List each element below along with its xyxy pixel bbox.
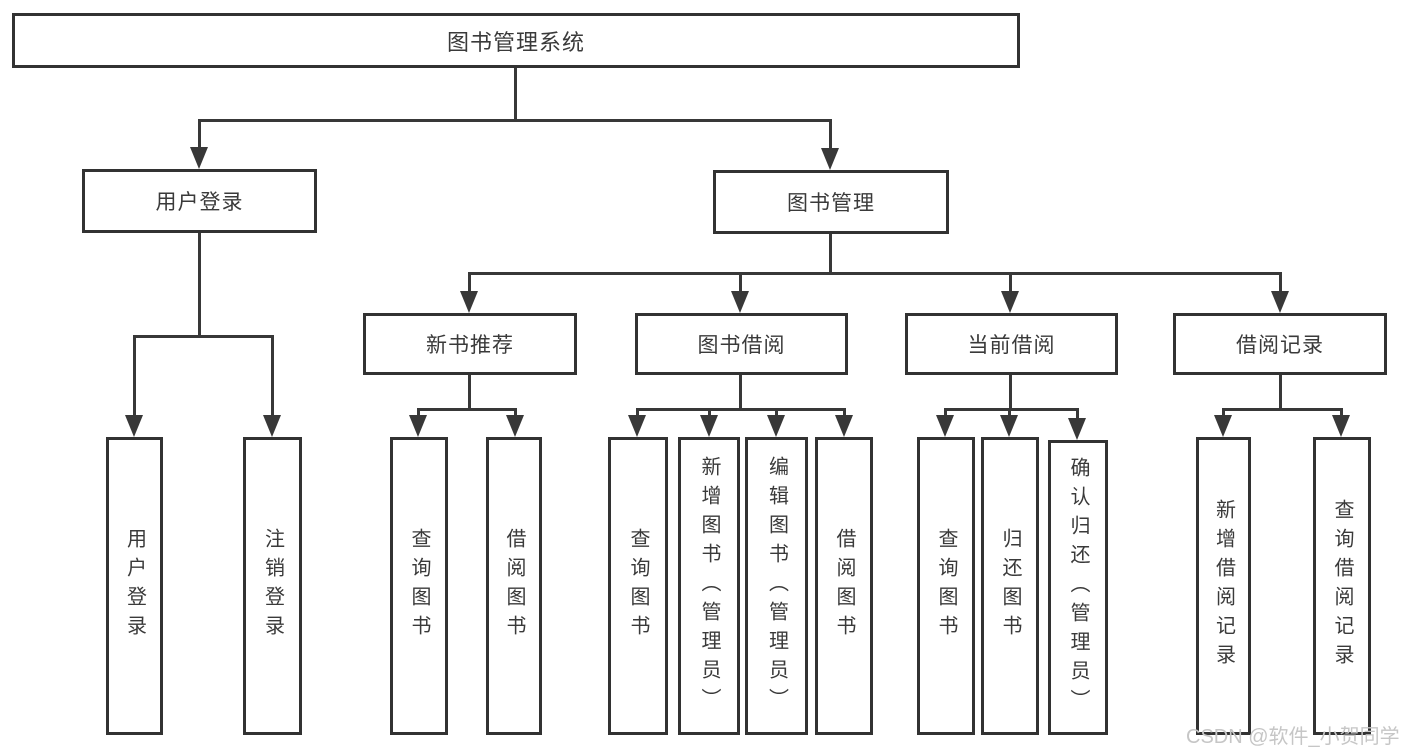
connector [417, 408, 517, 411]
connector [1222, 408, 1225, 418]
leaf-borrow-books-recommend: 借阅图书 [486, 437, 542, 735]
connector [1076, 408, 1079, 418]
arrowhead-down-icon [936, 415, 954, 437]
connector [636, 408, 846, 411]
leaf-confirm-return-admin: 确认归还（管理员） [1048, 440, 1108, 735]
csdn-watermark: CSDN @软件_小贺同学 [1186, 726, 1400, 747]
connector [133, 335, 136, 417]
leaf-query-books-borrowing: 查询图书 [608, 437, 668, 735]
node-new-book-recommendation: 新书推荐 [363, 313, 577, 375]
leaf-add-borrow-record: 新增借阅记录 [1196, 437, 1251, 735]
connector [775, 408, 778, 418]
arrowhead-down-icon [1214, 415, 1232, 437]
leaf-logout: 注销登录 [243, 437, 302, 735]
arrowhead-down-icon [731, 291, 749, 313]
connector [829, 119, 832, 151]
arrowhead-down-icon [409, 415, 427, 437]
arrowhead-down-icon [767, 415, 785, 437]
arrowhead-down-icon [821, 148, 839, 170]
arrowhead-down-icon [1332, 415, 1350, 437]
connector [739, 375, 742, 411]
connector [739, 272, 742, 294]
node-current-borrowing: 当前借阅 [905, 313, 1118, 375]
arrowhead-down-icon [190, 147, 208, 169]
arrowhead-down-icon [506, 415, 524, 437]
arrowhead-down-icon [835, 415, 853, 437]
connector [708, 408, 711, 418]
leaf-borrow-books: 借阅图书 [815, 437, 873, 735]
connector [829, 234, 832, 275]
connector [1340, 408, 1343, 418]
connector [198, 233, 201, 338]
arrowhead-down-icon [263, 415, 281, 437]
connector [514, 68, 517, 122]
node-borrowing-records: 借阅记录 [1173, 313, 1387, 375]
leaf-query-borrow-record: 查询借阅记录 [1313, 437, 1371, 735]
connector [468, 272, 471, 294]
arrowhead-down-icon [1068, 418, 1086, 440]
connector [843, 408, 846, 418]
arrowhead-down-icon [1001, 291, 1019, 313]
connector [468, 272, 1282, 275]
connector [944, 408, 1079, 411]
node-book-borrowing: 图书借阅 [635, 313, 848, 375]
connector [417, 408, 420, 418]
connector [1009, 375, 1012, 411]
connector [133, 335, 274, 338]
connector [1222, 408, 1342, 411]
arrowhead-down-icon [1000, 415, 1018, 437]
arrowhead-down-icon [700, 415, 718, 437]
arrowhead-down-icon [628, 415, 646, 437]
arrowhead-down-icon [125, 415, 143, 437]
connector [198, 119, 832, 122]
connector [1279, 272, 1282, 294]
arrowhead-down-icon [1271, 291, 1289, 313]
leaf-return-books: 归还图书 [981, 437, 1039, 735]
connector [198, 119, 201, 151]
node-library-management-system: 图书管理系统 [12, 13, 1020, 68]
connector [1279, 375, 1282, 411]
connector [1008, 408, 1011, 418]
leaf-add-books-admin: 新增图书（管理员） [678, 437, 740, 735]
leaf-user-login: 用户登录 [106, 437, 163, 735]
connector [944, 408, 947, 418]
arrowhead-down-icon [460, 291, 478, 313]
connector [514, 408, 517, 418]
connector [636, 408, 639, 418]
node-user-login: 用户登录 [82, 169, 317, 233]
connector [1009, 272, 1012, 294]
leaf-query-books-current: 查询图书 [917, 437, 975, 735]
connector [468, 375, 471, 411]
connector [271, 335, 274, 417]
node-book-management: 图书管理 [713, 170, 949, 234]
leaf-query-books-recommend: 查询图书 [390, 437, 448, 735]
leaf-edit-books-admin: 编辑图书（管理员） [745, 437, 808, 735]
